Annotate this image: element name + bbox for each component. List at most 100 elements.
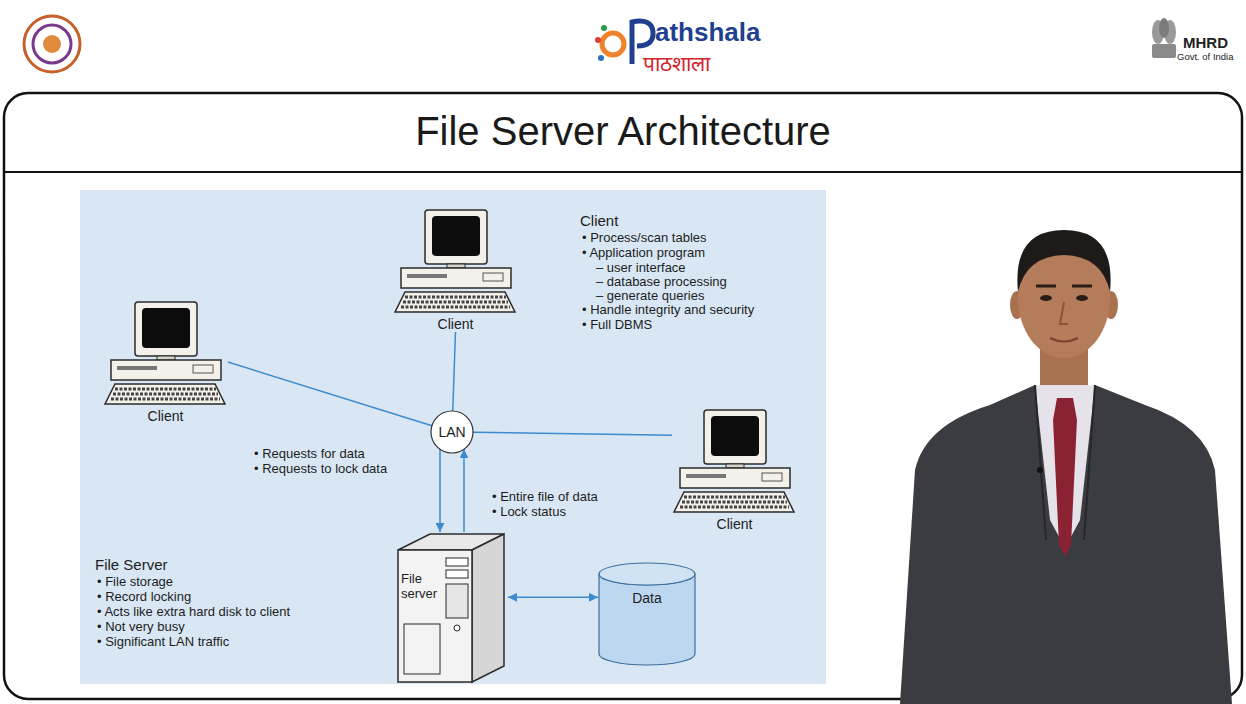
monitor xyxy=(135,302,197,356)
drive-slot xyxy=(407,274,447,278)
network-link xyxy=(463,449,465,532)
presenter-tie xyxy=(1053,398,1077,556)
presenter-mouth xyxy=(1050,338,1078,342)
keyboard-keys xyxy=(115,388,216,391)
node-label: Data xyxy=(598,590,696,606)
node-label: Client xyxy=(717,516,753,532)
slide-title: File Server Architecture xyxy=(4,108,1242,154)
network-link xyxy=(228,362,432,426)
sub-bullet-item: – user interface xyxy=(596,261,686,276)
bullet-item: • Acts like extra hard disk to client xyxy=(97,605,290,620)
keyboard-keys xyxy=(401,306,510,309)
logo-wordmark: पाठशाला xyxy=(643,52,710,76)
presenter-suit xyxy=(900,385,1232,704)
system-unit xyxy=(680,468,790,488)
flow-note: • Requests to lock data xyxy=(254,462,387,477)
keyboard xyxy=(674,492,794,512)
bullet-item: • Record locking xyxy=(97,590,191,605)
drive-slot xyxy=(686,474,726,478)
keyboard-keys xyxy=(680,506,789,509)
cylinder-outline xyxy=(598,562,696,666)
university-logo xyxy=(24,16,80,72)
drive-bay xyxy=(446,558,468,566)
lan-hub: LAN xyxy=(430,410,474,454)
node-label: Client xyxy=(438,316,474,332)
logo-dot xyxy=(598,55,604,61)
monitor xyxy=(704,410,766,464)
keyboard-keys xyxy=(684,496,785,499)
mhrd-emblem xyxy=(1152,18,1176,58)
logo-ring xyxy=(33,25,71,63)
keyboard-keys xyxy=(111,398,220,401)
presenter-mic xyxy=(1037,467,1043,473)
network-link xyxy=(508,597,598,599)
presenter-lapel xyxy=(1035,385,1046,540)
flow-note: • Requests for data xyxy=(254,447,365,462)
sub-bullet-item: – database processing xyxy=(596,275,727,290)
drive-bay xyxy=(193,365,213,373)
bullet-item: • Significant LAN traffic xyxy=(97,635,229,650)
title-separator xyxy=(4,171,1242,173)
tower-front xyxy=(398,550,472,682)
front-door xyxy=(446,584,468,618)
monitor-screen xyxy=(432,216,480,256)
logo-wordmark: athshala xyxy=(655,18,761,48)
emblem-base xyxy=(1152,44,1176,58)
client-computer: Client xyxy=(393,208,518,332)
presenter-eye xyxy=(1076,295,1088,301)
drive-bay xyxy=(483,273,503,281)
drive-slot xyxy=(117,366,157,370)
panel-heading: File Server xyxy=(95,556,168,573)
sub-bullet-item: – generate queries xyxy=(596,289,704,304)
hub-circle xyxy=(431,411,473,453)
power-button xyxy=(454,625,460,631)
keyboard-keys xyxy=(405,296,506,299)
lower-panel xyxy=(404,624,440,674)
bullet-item: • File storage xyxy=(97,575,173,590)
node-label: File server xyxy=(401,572,437,602)
presenter xyxy=(900,230,1232,704)
cylinder-body xyxy=(599,574,695,665)
bullet-item: • Process/scan tables xyxy=(582,231,707,246)
diagram-panel xyxy=(80,190,826,684)
drive-bay xyxy=(762,473,782,481)
presenter-brow xyxy=(1036,285,1056,288)
keyboard-keys xyxy=(403,301,508,304)
system-unit xyxy=(111,360,221,380)
keyboard-keys xyxy=(113,393,218,396)
bullet-item: • Full DBMS xyxy=(582,318,652,333)
emblem-lion xyxy=(1159,18,1169,38)
keyboard-keys xyxy=(682,501,787,504)
network-link xyxy=(453,332,456,411)
bullet-item: • Not very busy xyxy=(97,620,185,635)
file-server: File server xyxy=(396,532,508,684)
ministry-name: MHRD xyxy=(1183,34,1228,51)
computer-icon xyxy=(103,300,228,406)
keyboard xyxy=(105,384,225,404)
flow-note: • Lock status xyxy=(492,505,566,520)
client-computer: Client xyxy=(103,300,228,424)
server-tower xyxy=(396,532,508,684)
bullet-item: • Application program xyxy=(582,246,705,261)
node-label: LAN xyxy=(438,424,465,440)
presenter-hair xyxy=(1017,230,1110,292)
presenter-eye xyxy=(1040,295,1052,301)
network-link xyxy=(473,432,672,435)
monitor xyxy=(425,210,487,264)
logo-dot xyxy=(601,25,607,31)
network-link xyxy=(439,449,441,532)
logo-dot xyxy=(595,37,601,43)
system-unit xyxy=(401,268,511,288)
drive-bay xyxy=(446,570,468,578)
monitor-screen xyxy=(142,308,190,348)
data-store: Data xyxy=(598,562,696,666)
node-label: Client xyxy=(148,408,184,424)
computer-icon xyxy=(393,208,518,314)
presenter-lapel xyxy=(1084,385,1095,540)
flow-note: • Entire file of data xyxy=(492,490,598,505)
logo-e-mark xyxy=(602,33,624,55)
keyboard xyxy=(395,292,515,312)
panel-heading: Client xyxy=(580,212,618,229)
cylinder-top xyxy=(599,563,695,585)
presenter-brow xyxy=(1072,285,1092,288)
